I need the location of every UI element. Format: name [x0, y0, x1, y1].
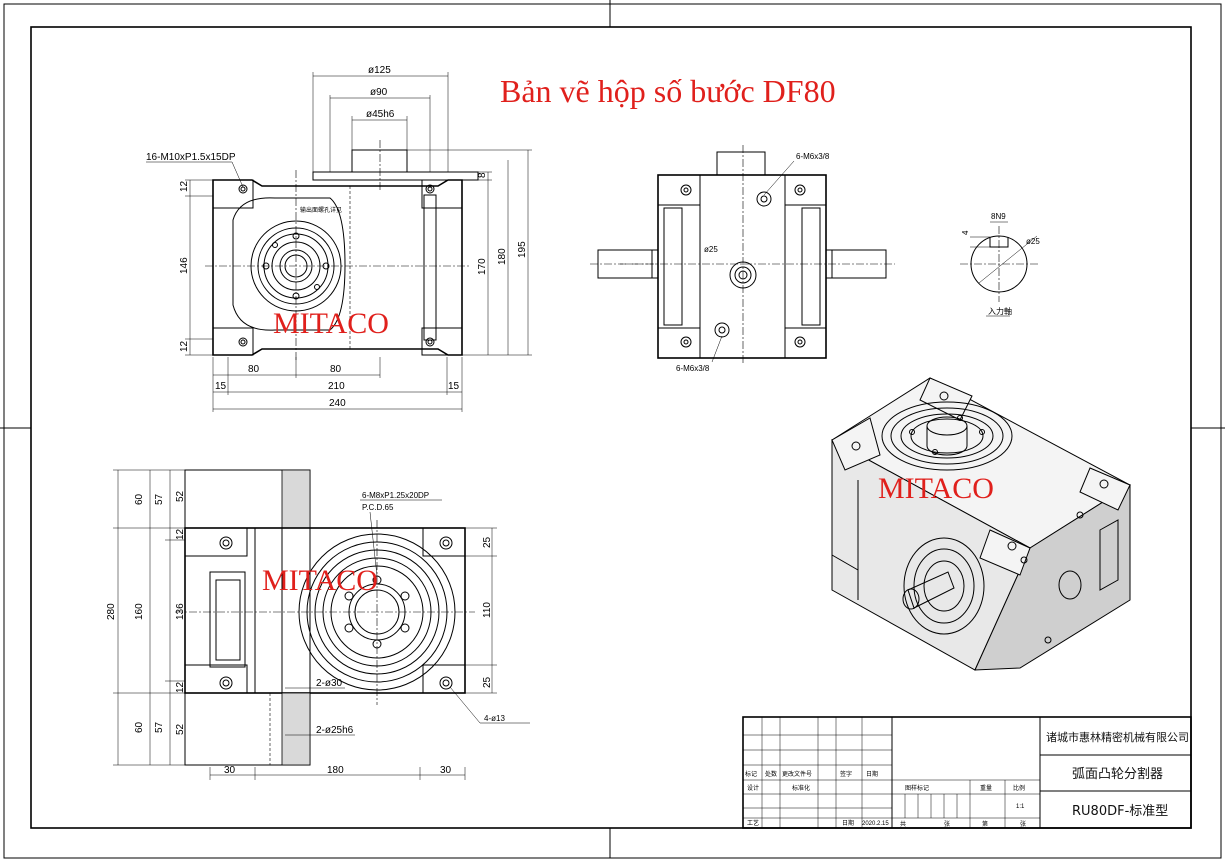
svg-text:180: 180 — [327, 765, 344, 776]
svg-text:2-ø30: 2-ø30 — [316, 678, 343, 689]
svg-text:8: 8 — [477, 172, 488, 178]
svg-text:日期: 日期 — [842, 819, 854, 827]
svg-text:170: 170 — [477, 258, 488, 275]
svg-text:160: 160 — [134, 603, 145, 620]
svg-text:25: 25 — [482, 536, 493, 548]
svg-text:标准化: 标准化 — [792, 784, 810, 792]
svg-text:比例: 比例 — [1013, 784, 1025, 792]
svg-text:12: 12 — [175, 681, 186, 693]
svg-text:180: 180 — [497, 248, 508, 265]
key-detail: 8N9 4 ø25 入力軸 — [960, 212, 1040, 317]
svg-text:图样标记: 图样标记 — [905, 784, 929, 792]
svg-text:工艺: 工艺 — [747, 819, 759, 827]
svg-text:2-ø25h6: 2-ø25h6 — [316, 725, 354, 736]
svg-text:设计: 设计 — [747, 784, 759, 792]
svg-text:8N9: 8N9 — [991, 212, 1006, 221]
svg-text:110: 110 — [482, 602, 493, 618]
svg-text:1:1: 1:1 — [1016, 804, 1025, 810]
svg-text:入力軸: 入力軸 — [988, 306, 1012, 316]
bottom-view: 60 57 52 12 136 12 280 160 60 57 52 25 1… — [106, 469, 530, 780]
svg-text:240: 240 — [329, 398, 346, 409]
svg-text:诸城市惠林精密机械有限公司: 诸城市惠林精密机械有限公司 — [1046, 730, 1189, 744]
svg-text:15: 15 — [448, 381, 460, 392]
svg-text:ø90: ø90 — [370, 87, 388, 98]
svg-text:80: 80 — [330, 364, 342, 375]
svg-text:6-M6x3/8: 6-M6x3/8 — [796, 152, 830, 161]
svg-text:输出面螺孔详见: 输出面螺孔详见 — [300, 206, 342, 214]
svg-text:P.C.D.65: P.C.D.65 — [362, 503, 394, 512]
svg-text:2020.2.15: 2020.2.15 — [862, 821, 889, 827]
svg-text:195: 195 — [517, 241, 528, 258]
svg-text:RU80DF-标准型: RU80DF-标准型 — [1072, 804, 1168, 819]
svg-text:弧面凸轮分割器: 弧面凸轮分割器 — [1072, 766, 1163, 782]
svg-text:4-ø13: 4-ø13 — [484, 714, 505, 723]
svg-text:136: 136 — [175, 603, 186, 620]
svg-text:重量: 重量 — [980, 784, 992, 792]
svg-text:签字: 签字 — [840, 770, 852, 778]
svg-text:6-M6x3/8: 6-M6x3/8 — [676, 364, 710, 373]
side-view: 6-M6x3/8 ø25 6-M6x3/8 — [590, 145, 895, 373]
svg-text:80: 80 — [248, 364, 260, 375]
svg-text:处数: 处数 — [765, 770, 777, 778]
svg-text:日期: 日期 — [866, 770, 878, 778]
svg-text:280: 280 — [106, 603, 117, 620]
watermark-bottom: MITACO — [262, 564, 378, 597]
drawing-title: Bản vẽ hộp số bước DF80 — [500, 73, 836, 109]
svg-text:12: 12 — [179, 180, 190, 192]
svg-text:60: 60 — [134, 493, 145, 505]
svg-text:30: 30 — [440, 765, 452, 776]
watermark-front: MITACO — [273, 307, 389, 340]
isometric-view — [831, 377, 1131, 671]
svg-text:更改文件号: 更改文件号 — [782, 770, 812, 778]
svg-text:52: 52 — [175, 723, 186, 735]
title-block: 标记 处数 更改文件号 签字 日期 设计 标准化 工艺 日期 2020.2.15… — [742, 716, 1192, 829]
svg-text:25: 25 — [482, 676, 493, 688]
svg-text:15: 15 — [215, 381, 227, 392]
svg-text:12: 12 — [179, 340, 190, 352]
front-view: 输出面螺孔详见 ø125 ø90 ø45h6 16-M10xP1.5x15DP … — [146, 65, 532, 412]
svg-text:共: 共 — [900, 820, 906, 828]
svg-text:ø25: ø25 — [704, 245, 718, 254]
svg-text:标记: 标记 — [745, 770, 757, 778]
svg-text:16-M10xP1.5x15DP: 16-M10xP1.5x15DP — [146, 152, 236, 163]
svg-text:第: 第 — [982, 820, 988, 828]
svg-text:ø125: ø125 — [368, 65, 391, 76]
svg-text:57: 57 — [154, 721, 165, 733]
svg-text:57: 57 — [154, 493, 165, 505]
svg-text:张: 张 — [1020, 820, 1026, 828]
watermark-iso: MITACO — [878, 472, 994, 505]
svg-text:12: 12 — [175, 528, 186, 540]
outer-frame — [3, 3, 1222, 859]
svg-text:ø25: ø25 — [1026, 237, 1040, 246]
svg-text:146: 146 — [179, 257, 190, 274]
svg-text:张: 张 — [944, 820, 950, 828]
svg-text:6-M8xP1.25x20DP: 6-M8xP1.25x20DP — [362, 491, 429, 500]
svg-text:52: 52 — [175, 490, 186, 502]
svg-text:60: 60 — [134, 721, 145, 733]
svg-text:4: 4 — [961, 230, 970, 235]
svg-text:210: 210 — [328, 381, 345, 392]
svg-text:ø45h6: ø45h6 — [366, 109, 395, 120]
svg-text:30: 30 — [224, 765, 236, 776]
